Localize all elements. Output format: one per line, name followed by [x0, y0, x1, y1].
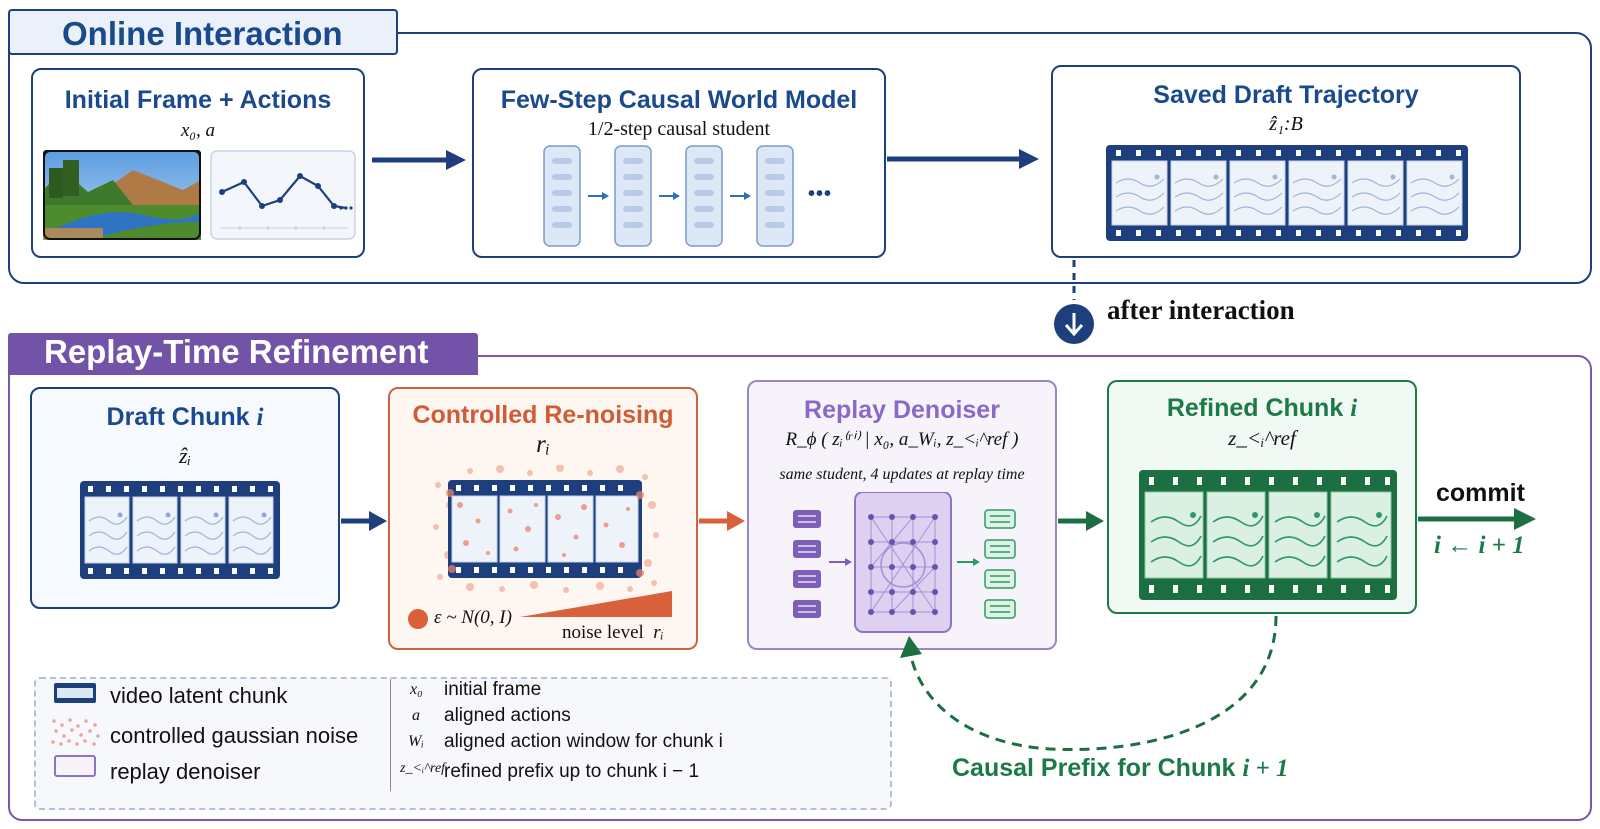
- legend-sym-window: Wᵢ: [408, 733, 424, 750]
- arrow-denoiser-to-refined: [1058, 511, 1104, 531]
- draft-chunk-card: Draft Chunk i ẑᵢ: [30, 387, 340, 609]
- arrow-renoise-to-denoiser: [699, 511, 745, 531]
- after-interaction-label: after interaction: [1107, 295, 1295, 325]
- noise-icon: [51, 718, 100, 746]
- world-model-sub: 1/2-step causal student: [587, 118, 771, 140]
- world-model-title: Few-Step Causal World Model: [500, 86, 858, 114]
- legend-label-window: aligned action window for chunk i: [444, 731, 723, 752]
- replay-denoiser-formula: R_ϕ ( zᵢ⁽ʳⁱ⁾ | x₀, a_Wᵢ, z_<ᵢ^ref ): [785, 429, 1019, 450]
- initial-frame-title: Initial Frame + Actions: [64, 86, 332, 114]
- film-icon: [54, 683, 96, 703]
- commit-arrow: [1418, 508, 1536, 530]
- legend-label-noise: controlled gaussian noise: [110, 723, 359, 748]
- denoiser-network-diagram: [793, 492, 1016, 633]
- legend-label-actions: aligned actions: [444, 705, 571, 726]
- world-model-ellipsis: •••: [808, 183, 833, 205]
- legend-sym-a: a: [412, 707, 420, 724]
- replay-denoiser-card: Replay Denoiser R_ϕ ( zᵢ⁽ʳⁱ⁾ | x₀, a_Wᵢ,…: [747, 380, 1057, 650]
- causal-blocks-diagram: [543, 145, 794, 247]
- commit-label: commit: [1436, 479, 1525, 507]
- replay-refinement-title: Replay-Time Refinement: [44, 333, 429, 370]
- index-update-label: i ← i + 1: [1434, 532, 1525, 559]
- draft-chunk-sub: ẑᵢ: [178, 443, 192, 468]
- draft-chunk-filmstrip: [80, 481, 280, 579]
- online-interaction-title: Online Interaction: [62, 15, 343, 52]
- game-frame-image: [43, 150, 201, 240]
- replay-denoiser-caption: same student, 4 updates at replay time: [779, 466, 1025, 483]
- noisy-chunk-filmstrip: [433, 465, 659, 593]
- noise-dot-icon: [408, 609, 428, 629]
- refined-chunk-sub: z_<ᵢ^ref: [1228, 426, 1296, 450]
- arrow-model-to-draft: [887, 149, 1039, 169]
- replay-denoiser-title: Replay Denoiser: [804, 396, 1000, 424]
- saved-draft-card: Saved Draft Trajectory ẑ₁:B: [1051, 65, 1521, 258]
- initial-frame-sub: x₀, a: [180, 120, 216, 141]
- renoise-card: Controlled Re-noising rᵢ ε ~ N(0, I) noi…: [388, 387, 698, 650]
- legend-box: video latent chunk controlled gaussian n…: [34, 677, 892, 810]
- saved-draft-title: Saved Draft Trajectory: [1153, 81, 1419, 109]
- legend-divider: [390, 679, 391, 791]
- legend-label-film: video latent chunk: [110, 683, 288, 708]
- initial-frame-card: Initial Frame + Actions x₀, a: [31, 68, 365, 258]
- arrow-draft-to-renoise: [341, 511, 387, 531]
- refined-chunk-card: Refined Chunk i z_<ᵢ^ref: [1107, 380, 1417, 614]
- saved-draft-sub: ẑ₁:B: [1269, 113, 1303, 135]
- world-model-card: Few-Step Causal World Model 1/2-step cau…: [472, 68, 886, 258]
- arrow-initial-to-model: [372, 150, 466, 170]
- replay-refinement-section: [8, 355, 1592, 821]
- denoiser-icon: [54, 755, 96, 777]
- refined-chunk-filmstrip: [1139, 470, 1397, 600]
- after-interaction-connector: [1054, 260, 1094, 344]
- legend-label-prefix: refined prefix up to chunk i − 1: [444, 761, 700, 782]
- renoise-title: Controlled Re-noising: [412, 401, 674, 429]
- draft-trajectory-filmstrip: [1106, 145, 1468, 241]
- causal-prefix-label: Causal Prefix for Chunk i + 1: [952, 754, 1289, 782]
- online-interaction-section: [8, 32, 1592, 284]
- action-sequence-chart: [210, 150, 356, 240]
- epsilon-label: ε ~ N(0, I): [434, 607, 512, 628]
- draft-chunk-title: Draft Chunk i: [106, 403, 264, 431]
- causal-prefix-feedback-arrow: [900, 615, 1278, 751]
- noise-level-label: noise level rᵢ: [562, 622, 664, 643]
- online-interaction-tab: Online Interaction: [8, 9, 398, 55]
- replay-refinement-tab: Replay-Time Refinement: [8, 333, 478, 375]
- legend-sym-x0: x₀: [410, 681, 423, 698]
- refined-chunk-title: Refined Chunk i: [1166, 394, 1358, 422]
- renoise-sub: rᵢ: [536, 431, 550, 458]
- legend-label-denoiser: replay denoiser: [110, 759, 261, 784]
- noise-level-ramp: [520, 591, 672, 617]
- legend-label-initial-frame: initial frame: [444, 679, 542, 700]
- legend-sym-zref: z_<ᵢ^ref: [400, 761, 446, 776]
